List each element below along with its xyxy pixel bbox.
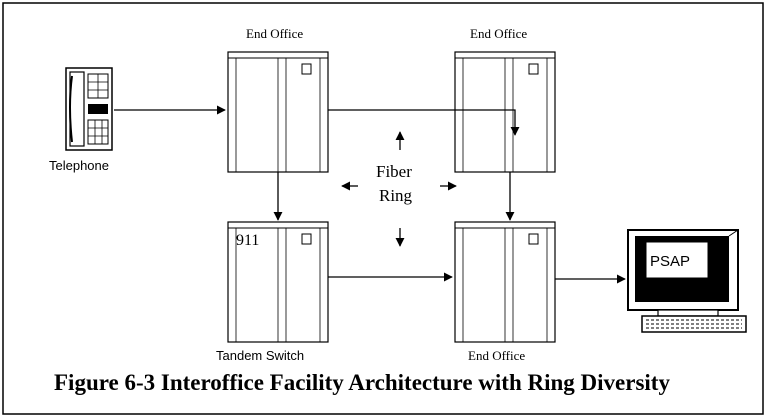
arrow-end-office-to-end-office-top — [328, 109, 520, 136]
fiber-ring-label-line1: Fiber — [376, 162, 412, 181]
psap-label: PSAP — [650, 253, 691, 270]
computer-terminal-icon — [627, 229, 747, 333]
end-office-top-right-cabinet — [454, 51, 556, 173]
end-office-top-left-label: End Office — [246, 26, 304, 41]
tandem-switch-label: Tandem Switch — [216, 348, 305, 363]
tandem-911-marker: 911 — [236, 232, 260, 249]
end-office-top-right-label: End Office — [470, 26, 528, 41]
end-office-bottom-right-label: End Office — [468, 348, 526, 363]
end-office-bottom-right-cabinet — [454, 221, 556, 343]
end-office-top-left-cabinet — [227, 51, 329, 173]
figure-caption: Figure 6-3 Interoffice Facility Architec… — [54, 370, 670, 395]
fiber-ring-label-line2: Ring — [379, 186, 413, 205]
telephone-icon — [65, 67, 113, 151]
telephone-label: Telephone — [49, 158, 109, 173]
